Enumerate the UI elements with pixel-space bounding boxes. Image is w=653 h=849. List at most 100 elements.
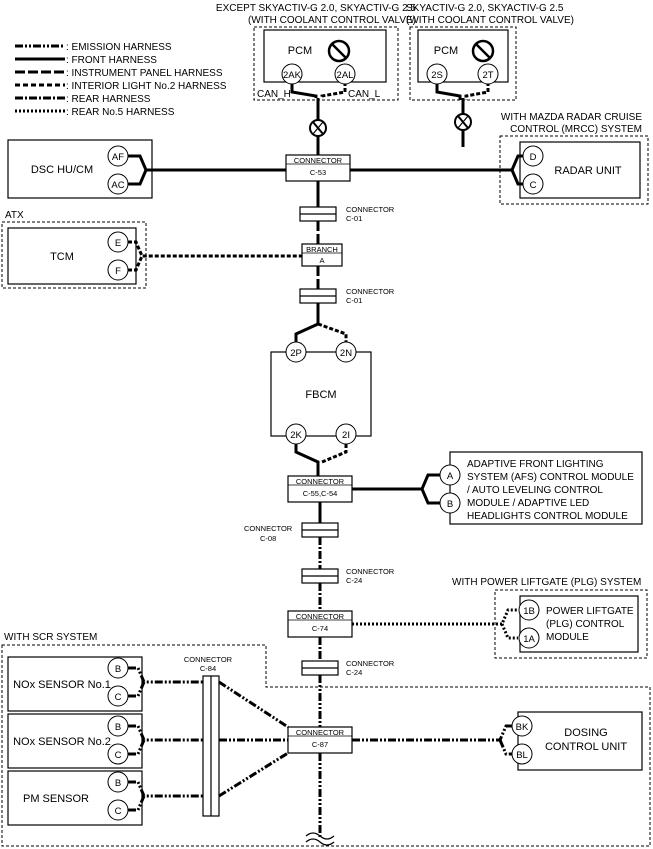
plg-pin-1a-wire [500, 623, 518, 640]
pcm-right-pin-2s-label: 2S [431, 70, 443, 81]
connector-c74-id: C-74 [312, 624, 328, 633]
radar-title: RADAR UNIT [554, 165, 622, 177]
dsc-pin-af [107, 145, 129, 167]
continuation-break-icon [305, 832, 335, 840]
nox2-pin-c-label: C [115, 750, 122, 761]
tcm-pin-e-label: E [115, 238, 121, 249]
afs-module-box [449, 451, 643, 525]
radar-pin-c [522, 173, 544, 195]
tcm-pin-f-label: F [115, 266, 121, 277]
branch-a-id: A [319, 256, 324, 265]
pcm-right-can-h-wire [435, 82, 462, 100]
connector-c74 [287, 610, 353, 638]
nox1-to-c84-wire [128, 666, 203, 684]
dsc-title: DSC HU/CM [31, 164, 93, 176]
afs-label-line2: SYSTEM (AFS) CONTROL MODULE [467, 472, 634, 483]
afs-label-line3: / AUTO LEVELING CONTROL [467, 485, 603, 496]
pcm-left-no-symbol-icon [327, 39, 351, 63]
harness-legend: : EMISSION HARNESS : FRONT HARNESS : INS… [15, 42, 227, 118]
connector-c87 [287, 726, 353, 754]
afs-label-line4: MODULE / ADAPTIVE LED [467, 498, 589, 509]
dosing-pin-bl [511, 743, 533, 765]
connector-c24a-name: CONNECTOR [346, 567, 395, 576]
pm-to-c84-wire [128, 780, 203, 798]
pcm-left-twisted-pair-icon [309, 119, 327, 137]
continuation-break-icon-lower [305, 838, 335, 846]
pm-pin-c-label: C [115, 806, 122, 817]
afs-pin-a [439, 464, 461, 486]
connector-c84-id: C-84 [200, 664, 216, 673]
nox2-to-c84-wire [128, 724, 203, 742]
scr-option-frame [1, 644, 651, 847]
plg-note: WITH POWER LIFTGATE (PLG) SYSTEM [452, 577, 641, 588]
c01b-to-fbcm-2p-wire [294, 303, 320, 344]
c74-to-plg-wire [352, 608, 518, 626]
dosing-pin-bl-wire [498, 739, 512, 756]
pcm-left-pin-2al [334, 63, 356, 85]
pcm-left-can-l-label: CAN_L [348, 89, 381, 100]
fbcm-pin-2n [335, 341, 357, 363]
radar-pin-d-label: D [530, 152, 537, 163]
fbcm-title: FBCM [305, 389, 336, 401]
nox2-pin-b [107, 715, 129, 737]
pcm-right-pin-2t [477, 63, 499, 85]
nox-sensor-2-title: NOx SENSOR No.2 [13, 736, 111, 748]
radar-note-line2: CONTROL (MRCC) SYSTEM [510, 124, 642, 135]
afs-pin-b [439, 492, 461, 514]
tcm-to-branch-wire [128, 240, 302, 258]
connector-c08-id: C-08 [260, 534, 276, 543]
connector-c01a-name: CONNECTOR [346, 205, 395, 214]
dosing-control-unit-box [517, 711, 643, 771]
tcm-pin-e [107, 231, 129, 253]
tcm-title: TCM [50, 251, 74, 263]
plg-pin-1b [518, 599, 540, 621]
c87-to-dosing-wire [352, 724, 512, 742]
fbcm-pin-2n-label: 2N [340, 348, 352, 359]
fbcm-pin-2p [285, 341, 307, 363]
pm-pin-b-label: B [115, 778, 121, 789]
pcm-right-note-line2: (WITH COOLANT CONTROL VALVE) [406, 15, 574, 26]
nox2-pin-c [107, 743, 129, 765]
branch-a-name: BRANCH [306, 245, 338, 254]
connector-c24a-id: C-24 [346, 576, 362, 585]
plg-pin-1a-label: 1A [523, 634, 535, 645]
connector-c01a-id: C-01 [346, 214, 362, 223]
nox1-pin-c-wire [128, 681, 146, 698]
pcm-left-can-l-wire [320, 82, 347, 98]
pcm-left-note-line1: EXCEPT SKYACTIV-G 2.0, SKYACTIV-G 2.5 [216, 3, 417, 14]
nox2-pin-c-wire [128, 739, 146, 756]
connector-c55-id: C-55,C-54 [303, 489, 338, 498]
pcm-right-twisted-pair-icon [454, 113, 472, 131]
connector-c01b-name: CONNECTOR [346, 287, 395, 296]
pcm-left-option-frame [253, 26, 399, 101]
pcm-left-can-h-wire [290, 82, 318, 98]
pcm-right-pin-2s [426, 63, 448, 85]
legend-rear-label: : REAR HARNESS [66, 94, 151, 105]
tcm-pin-f-wire [128, 255, 144, 272]
plg-label-line1: POWER LIFTGATE [546, 606, 634, 617]
pcm-left-pin-2ak-label: 2AK [283, 70, 302, 81]
pcm-right-note-line1: SKYACTIV-G 2.0, SKYACTIV-G 2.5 [406, 3, 564, 14]
connector-c24b-id: C-24 [346, 668, 362, 677]
dsc-pin-ac [107, 173, 129, 195]
fbcm-pin-2i-label: 2I [342, 430, 350, 441]
pcm-left-can-h-label: CAN_H [257, 89, 291, 100]
afs-label-line5: HEADLIGHTS CONTROL MODULE [467, 511, 628, 522]
dsc-pin-ac-wire [128, 169, 148, 186]
plg-option-frame [494, 589, 648, 659]
connector-c53-id: C-53 [310, 168, 326, 177]
pm-pin-c [107, 799, 129, 821]
pcm-right-can-l-wire [464, 82, 490, 100]
c55-to-afs-wire [352, 473, 440, 491]
legend-emission-label: : EMISSION HARNESS [66, 42, 172, 53]
plg-label-line3: MODULE [546, 632, 589, 643]
c53-to-radar-wire [350, 154, 526, 172]
legend-instrument-label: : INSTRUMENT PANEL HARNESS [66, 68, 223, 79]
pm-sensor-title: PM SENSOR [23, 793, 89, 805]
dosing-pin-bl-label: BL [516, 750, 528, 761]
dosing-label-line2: CONTROL UNIT [545, 741, 627, 753]
connector-c01b-id: C-01 [346, 296, 362, 305]
pcm-left-pin-2al-label: 2AL [337, 70, 354, 81]
pcm-left-title: PCM [288, 45, 312, 57]
